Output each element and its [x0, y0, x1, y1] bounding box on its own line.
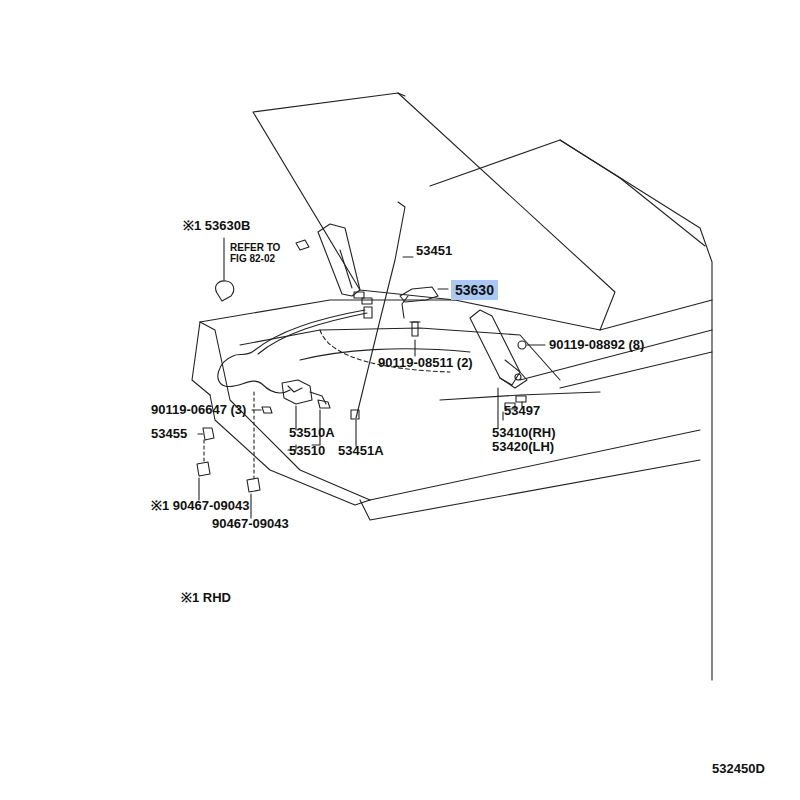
part-number: 53451 — [416, 244, 452, 258]
part-number: ※1 90467-09043 — [151, 499, 249, 513]
part-number: 53510 — [289, 444, 325, 458]
part-number: 53510A — [289, 426, 335, 440]
part-number: 53455 — [151, 427, 187, 441]
footnote: ※1 RHD — [181, 591, 231, 605]
part-number: 90467-09043 — [212, 517, 289, 531]
highlight-box: 53630 — [451, 280, 498, 300]
part-number: 90119-06647 (3) — [151, 403, 246, 417]
reference-note: REFER TO FIG 82-02 — [230, 242, 290, 264]
part-number: 90119-08892 (8) — [549, 338, 644, 352]
part-number: 53410(RH) — [492, 426, 556, 440]
part-number: 90119-08511 (2) — [378, 356, 473, 370]
part-number: ※1 53630B — [183, 219, 250, 233]
part-number: 53420(LH) — [492, 440, 554, 454]
part-number: 53630 — [455, 282, 494, 298]
part-number: 53451A — [338, 444, 384, 458]
part-number: 53497 — [504, 404, 540, 418]
diagram-code: 532450D — [712, 762, 765, 776]
